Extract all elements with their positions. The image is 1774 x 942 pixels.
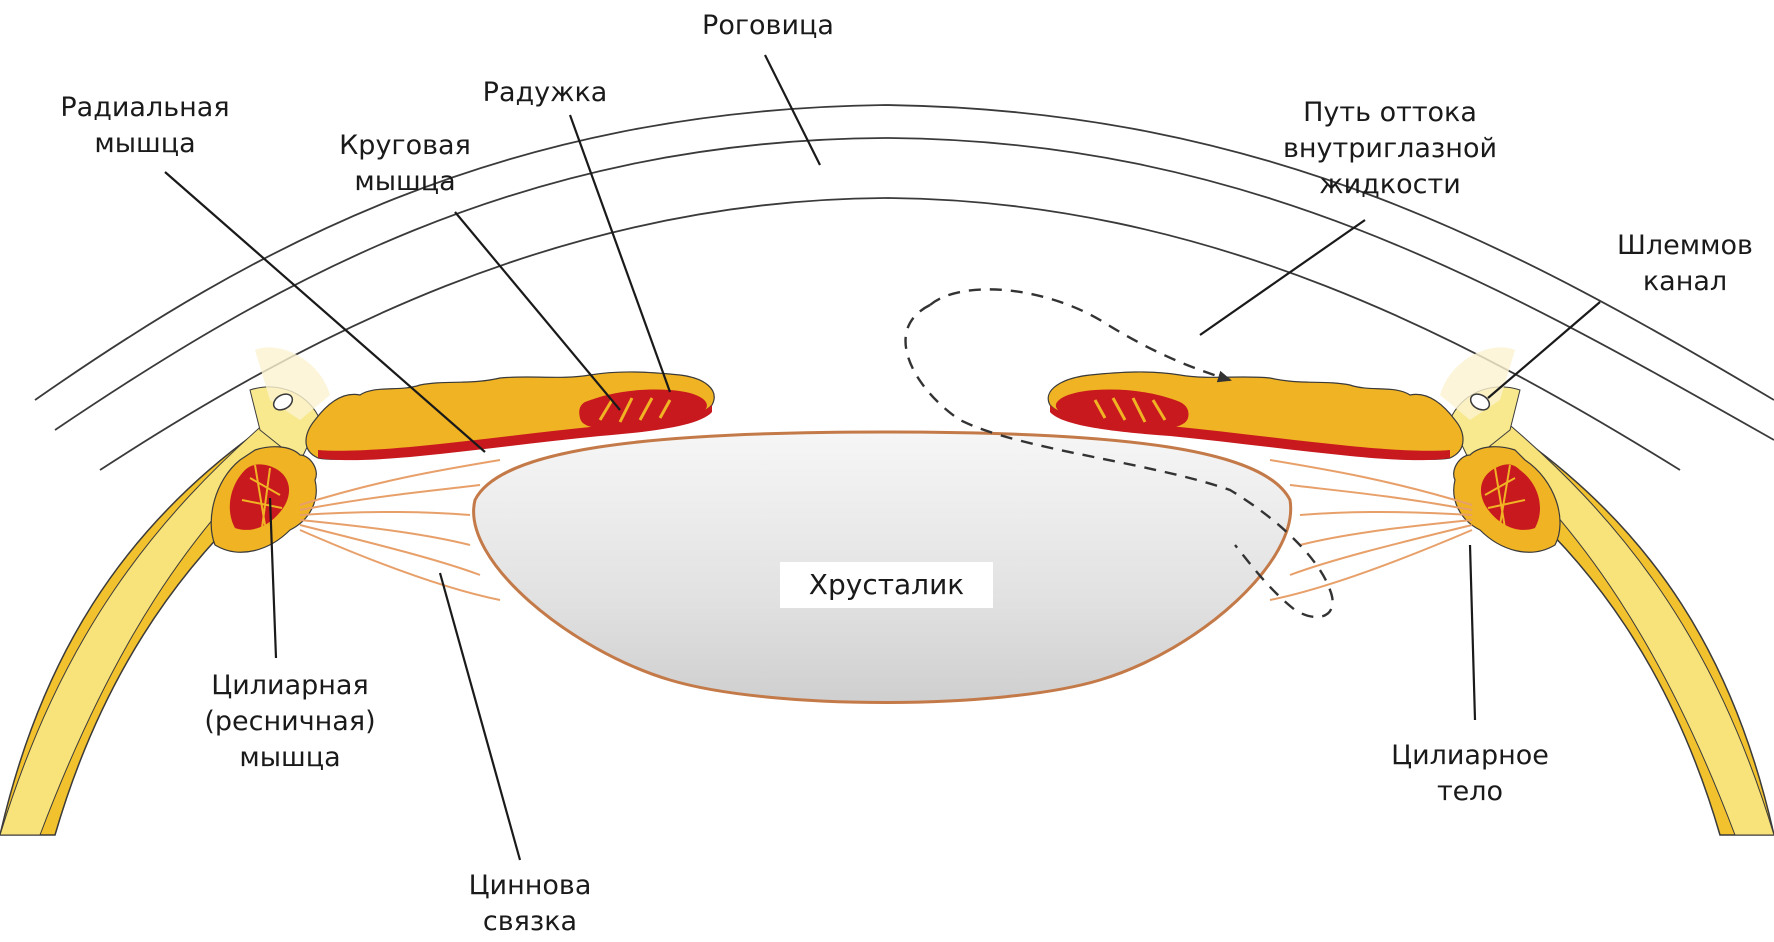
label-ciliary-muscle-line3: мышца <box>190 740 390 776</box>
label-iris: Радужка <box>465 75 625 111</box>
label-schlemm-line1: Шлеммов <box>1605 228 1765 264</box>
label-zinn-line1: Циннова <box>450 868 610 904</box>
label-zinn-line2: связка <box>450 904 610 940</box>
label-ciliary-muscle-line2: (ресничная) <box>190 704 390 740</box>
leader-zinn <box>440 573 520 860</box>
label-schlemm-canal: Шлеммов канал <box>1605 228 1765 300</box>
label-ciliary-body: Цилиарное тело <box>1370 738 1570 810</box>
label-outflow-line1: Путь оттока <box>1260 95 1520 131</box>
label-zinn-ligament: Циннова связка <box>450 868 610 940</box>
label-schlemm-line2: канал <box>1605 264 1765 300</box>
label-circular-muscle-line1: Круговая <box>315 128 495 164</box>
label-outflow-line3: жидкости <box>1260 167 1520 203</box>
label-ciliary-muscle: Цилиарная (ресничная) мышца <box>190 668 390 776</box>
label-radial-muscle: Радиальная мышца <box>45 90 245 162</box>
leader-ciliary-body <box>1470 545 1475 720</box>
label-cornea: Роговица <box>668 8 868 44</box>
label-circular-muscle: Круговая мышца <box>315 128 495 200</box>
label-circular-muscle-line2: мышца <box>315 164 495 200</box>
label-ciliary-muscle-line1: Цилиарная <box>190 668 390 704</box>
label-outflow-line2: внутриглазной <box>1260 131 1520 167</box>
label-cornea-text: Роговица <box>668 8 868 44</box>
label-ciliary-body-line2: тело <box>1370 774 1570 810</box>
label-lens: Хрусталик <box>780 562 993 608</box>
leader-iris <box>570 115 670 392</box>
label-radial-muscle-line2: мышца <box>45 126 245 162</box>
label-radial-muscle-line1: Радиальная <box>45 90 245 126</box>
label-ciliary-body-line1: Цилиарное <box>1370 738 1570 774</box>
label-outflow-path: Путь оттока внутриглазной жидкости <box>1260 95 1520 203</box>
label-iris-text: Радужка <box>465 75 625 111</box>
aqueous-outflow-arrow <box>930 289 1230 380</box>
leader-outflow <box>1200 220 1365 335</box>
